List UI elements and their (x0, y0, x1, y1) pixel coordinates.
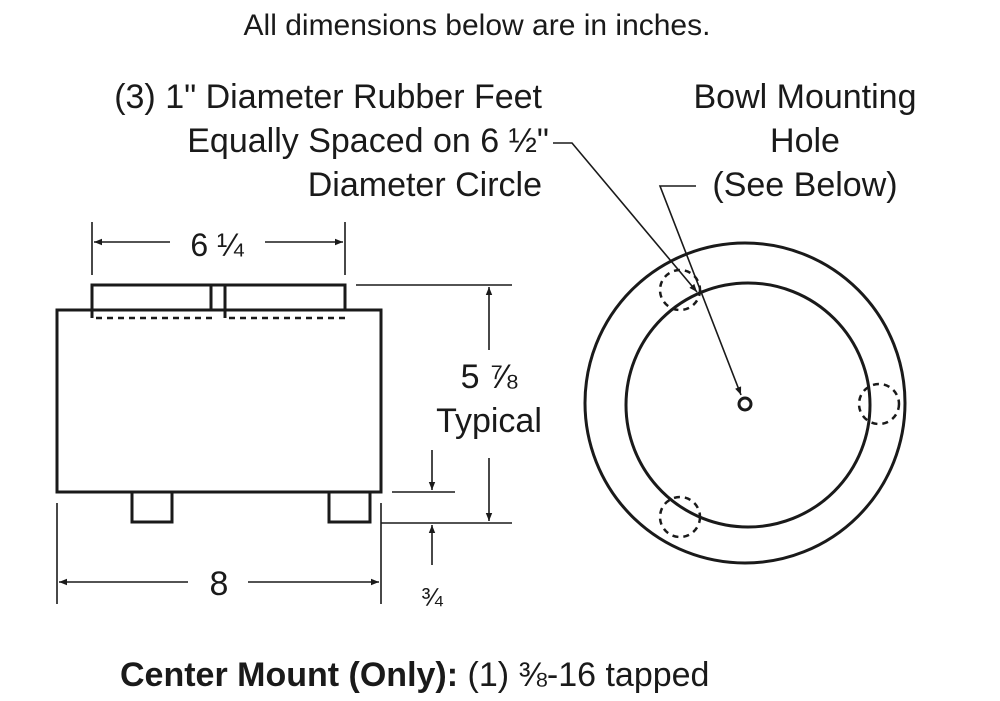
feet-note: (3) 1" Diameter Rubber Feet Equally Spac… (114, 78, 549, 204)
feet-leader-line (553, 142, 698, 293)
footer-note: Center Mount (Only): (1) ⅜-16 tapped (120, 656, 709, 694)
base-width-label: 8 (210, 565, 229, 603)
feet-note-line3: Diameter Circle (308, 166, 542, 204)
footer-rest: (1) ⅜-16 tapped (458, 656, 709, 694)
base-body (55, 308, 383, 494)
header-note: All dimensions below are in inches. (244, 9, 711, 42)
bowl-note-line3: (See Below) (712, 166, 897, 204)
outer-circle (583, 241, 907, 565)
height-value: 5 ⅞ (461, 358, 518, 396)
foot-position-bottom (658, 495, 702, 539)
feet-note-line1: (3) 1" Diameter Rubber Feet (114, 78, 542, 116)
rubber-foot-right (327, 492, 372, 524)
bowl-mounting-hole (737, 396, 753, 412)
bowl-leader-line (658, 185, 742, 396)
feet-note-line2: Equally Spaced on 6 ½" (187, 122, 549, 160)
foot-position-top (658, 268, 702, 312)
inner-circle (624, 281, 872, 529)
height-label: Typical (436, 402, 542, 440)
side-view: 6 ¼ 5 ⅞ Typical ¾ 8 (55, 222, 542, 612)
top-width-label: 6 ¼ (190, 227, 245, 263)
bowl-note: Bowl Mounting Hole (See Below) (693, 78, 916, 204)
bowl-note-line2: Hole (770, 122, 840, 160)
top-plate (90, 283, 347, 312)
foot-height-label: ¾ (421, 582, 443, 612)
top-view (583, 241, 907, 565)
footer-bold: Center Mount (Only): (120, 656, 458, 694)
foot-position-right (857, 382, 901, 426)
rubber-foot-left (130, 492, 174, 524)
bowl-note-line1: Bowl Mounting (693, 78, 916, 116)
